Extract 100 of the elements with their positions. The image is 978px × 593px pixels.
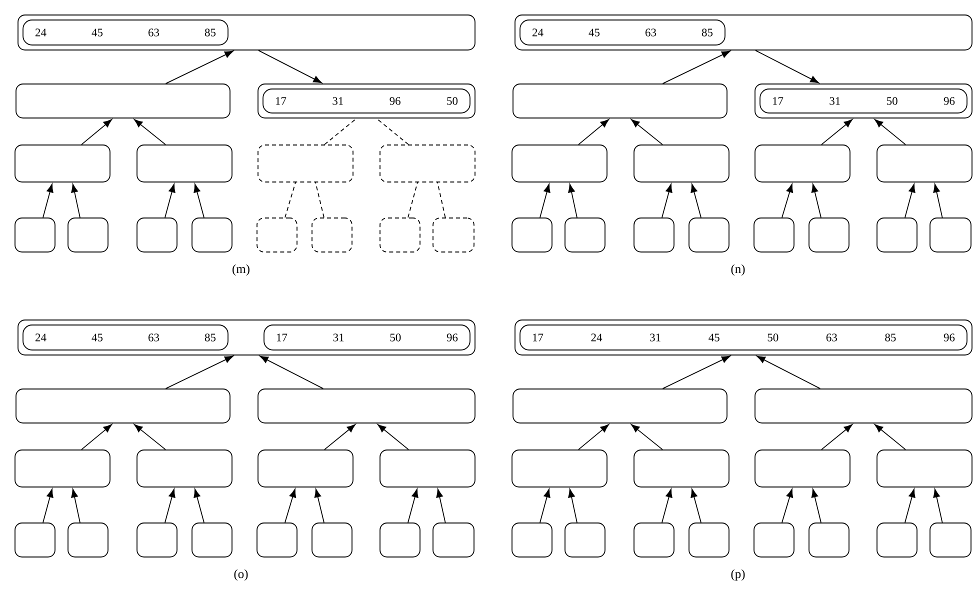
array-box [16, 388, 230, 424]
arrow [81, 424, 112, 450]
arrow [540, 488, 550, 523]
array-box [564, 522, 606, 558]
array-box [930, 218, 972, 252]
arrow [194, 488, 204, 523]
number-array-box: 17 31 50 96 [264, 324, 470, 350]
connector-line [315, 182, 324, 218]
array-box [564, 218, 606, 252]
arrow [71, 488, 80, 523]
arrow [904, 488, 916, 523]
connector-line [284, 182, 296, 218]
array-box [754, 144, 850, 182]
dashed-box [258, 144, 354, 182]
arrow [690, 488, 702, 523]
arrow [578, 424, 610, 450]
array-box [18, 320, 476, 356]
array-box [136, 522, 178, 558]
arrow [811, 184, 822, 218]
array-box [136, 144, 232, 182]
number-array-box: 17 24 31 45 50 63 85 96 [520, 324, 968, 350]
number-array-box: 24 45 63 85 [520, 20, 726, 46]
array-box [512, 450, 608, 488]
arrow [165, 50, 234, 84]
number-array-box: 24 45 63 85 [22, 324, 228, 350]
arrow [164, 184, 176, 218]
array-box [14, 218, 56, 252]
arrow [165, 356, 234, 389]
arrow [933, 488, 943, 523]
array-box [512, 144, 608, 182]
array-box [380, 522, 420, 558]
array-box [68, 218, 108, 252]
arrow [821, 119, 853, 145]
arrow [134, 424, 166, 450]
panel-caption: (n) [731, 264, 745, 276]
array-box [514, 14, 972, 50]
array-box [380, 450, 476, 488]
array-box [754, 218, 794, 252]
array-box [634, 522, 674, 558]
array-box [432, 522, 474, 558]
arrow [258, 50, 322, 84]
connector-line [408, 182, 418, 218]
array-box [14, 144, 110, 182]
arrow [662, 488, 672, 523]
array-box [876, 218, 918, 252]
array-box [876, 450, 972, 488]
arrow [134, 119, 166, 145]
array-box [876, 522, 918, 558]
arrow [631, 119, 663, 145]
dashed-box [380, 144, 476, 182]
array-box [808, 522, 850, 558]
arrow [568, 184, 578, 218]
arrow [578, 119, 610, 145]
connector-line [324, 118, 357, 145]
array-box [754, 84, 972, 118]
arrow [631, 424, 663, 450]
arrow [782, 184, 794, 218]
arrow [904, 184, 916, 218]
array-box [514, 320, 972, 356]
panel-caption: (o) [234, 569, 248, 581]
arrow [378, 424, 409, 450]
array-box [14, 522, 56, 558]
arrow [662, 356, 730, 389]
array-box [192, 522, 232, 558]
arrow [690, 184, 702, 218]
array-box [754, 388, 972, 424]
arrow [71, 184, 80, 218]
array-box [18, 14, 476, 50]
array-box [512, 218, 552, 252]
arrow [874, 424, 906, 450]
array-box [754, 450, 850, 488]
dashed-box [312, 218, 352, 252]
array-box [258, 450, 354, 488]
number-array-box: 17 31 96 50 [262, 88, 470, 114]
array-box [16, 84, 230, 118]
array-box [14, 450, 110, 488]
arrow [42, 184, 54, 218]
arrow [42, 488, 54, 523]
array-box [68, 522, 108, 558]
array-box [258, 84, 476, 118]
array-box [808, 218, 850, 252]
arrow [782, 488, 794, 523]
arrow [194, 184, 204, 218]
array-box [634, 218, 674, 252]
array-box [688, 218, 730, 252]
arrow [540, 184, 550, 218]
array-box [634, 450, 730, 488]
connector-line [437, 182, 446, 218]
dashed-box [380, 218, 420, 252]
array-box [634, 144, 730, 182]
array-box [192, 218, 232, 252]
number-array-box: 24 45 63 85 [22, 20, 228, 46]
arrow [933, 184, 943, 218]
array-box [256, 522, 298, 558]
array-box [688, 522, 730, 558]
array-box [512, 84, 728, 118]
dashed-box [432, 218, 474, 252]
array-box [512, 522, 552, 558]
arrow [662, 50, 730, 84]
panel-caption: (p) [731, 569, 745, 581]
